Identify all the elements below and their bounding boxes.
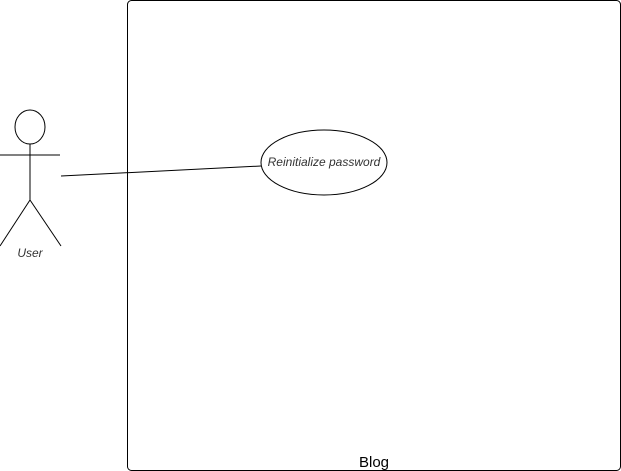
use-case-ellipse xyxy=(260,129,388,196)
actor-user[interactable]: User xyxy=(0,109,62,260)
actor-left-leg xyxy=(0,199,31,247)
use-case-reinitialize-password[interactable]: Reinitialize password xyxy=(260,129,388,196)
system-boundary[interactable] xyxy=(127,0,621,471)
system-label: Blog xyxy=(359,454,389,471)
actor-label: User xyxy=(17,246,43,260)
use-case-label: Reinitialize password xyxy=(268,155,381,169)
actor-head xyxy=(14,109,46,145)
association-line[interactable] xyxy=(60,165,262,177)
actor-right-leg xyxy=(29,199,62,247)
